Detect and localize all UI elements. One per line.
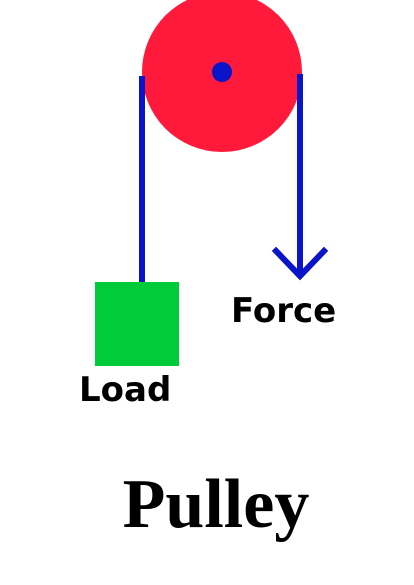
arrow-down-icon — [271, 246, 329, 281]
rope-right — [297, 74, 303, 272]
rope-left — [139, 76, 145, 284]
force-label: Force — [231, 291, 336, 331]
load-label: Load — [79, 370, 171, 410]
load-block — [95, 282, 179, 366]
pulley-axle — [212, 62, 232, 82]
diagram-title: Pulley — [123, 466, 310, 543]
